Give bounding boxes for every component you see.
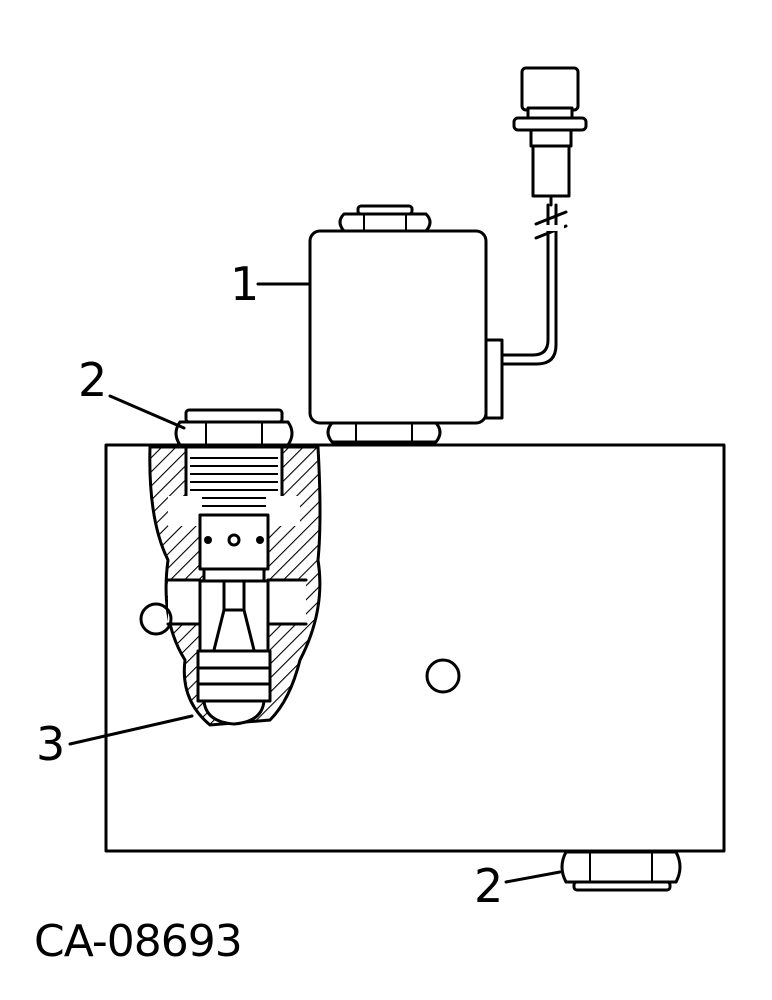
- leader-line-2-top: [108, 394, 186, 430]
- solenoid-wire: [498, 250, 558, 366]
- solenoid-bottom-nut: [326, 421, 442, 444]
- cavity-plug-top: [174, 408, 294, 447]
- block-hole-left: [139, 602, 173, 636]
- callout-2-bottom: 2: [474, 859, 503, 913]
- valve-block: [104, 443, 726, 853]
- figure-id: CA-08693: [34, 916, 242, 967]
- callout-3: 3: [36, 717, 65, 771]
- leader-line-2-bottom: [504, 870, 562, 884]
- solenoid-top-nut: [338, 204, 432, 233]
- block-hole-center: [425, 658, 461, 694]
- electrical-connector: [512, 66, 588, 254]
- leader-line-3: [68, 714, 194, 746]
- solenoid-coil: [308, 229, 504, 425]
- callout-2-top: 2: [78, 353, 107, 407]
- cutaway-section: [148, 445, 322, 727]
- cavity-plug-bottom: [560, 850, 682, 892]
- callout-1: 1: [230, 257, 259, 311]
- threads: [190, 457, 278, 507]
